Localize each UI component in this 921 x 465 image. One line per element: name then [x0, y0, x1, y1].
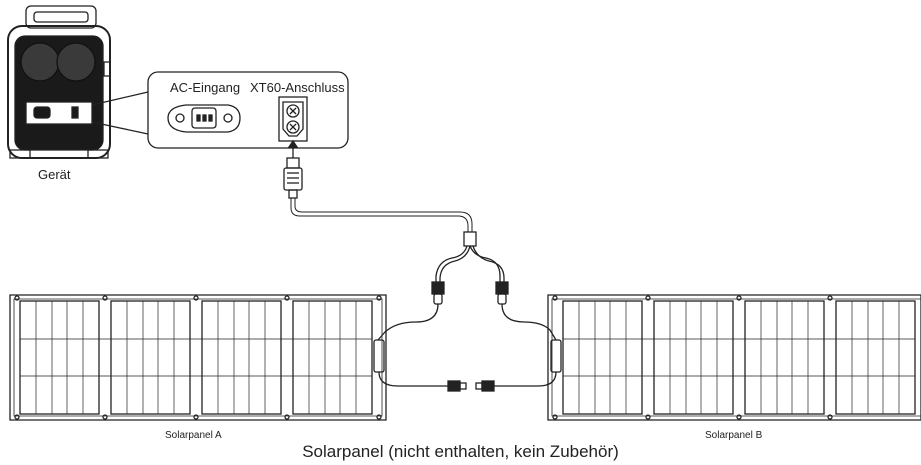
solar-panel-b-label: Solarpanel B	[705, 430, 763, 441]
callout-line	[91, 91, 149, 106]
mc4-connector-icon	[447, 380, 495, 392]
xt60-port-label: XT60-Anschluss	[250, 80, 345, 95]
ac-inlet-icon	[167, 104, 241, 133]
xt60-port-icon	[278, 96, 308, 142]
device-label: Gerät	[38, 167, 71, 182]
mc4-connector-icon	[431, 281, 509, 305]
solar-panel-icon	[547, 294, 921, 421]
solar-panel-a-label: Solarpanel A	[165, 430, 222, 441]
diagram-caption: Solarpanel (nicht enthalten, kein Zubehö…	[302, 442, 619, 461]
solar-panel-icon	[9, 294, 387, 421]
ac-input-label: AC-Eingang	[170, 80, 241, 95]
callout-line	[91, 121, 149, 135]
xt60-plug-icon	[283, 157, 303, 199]
y-splitter-icon	[463, 231, 477, 247]
power-station-icon	[7, 5, 111, 159]
callout-box	[147, 71, 349, 149]
